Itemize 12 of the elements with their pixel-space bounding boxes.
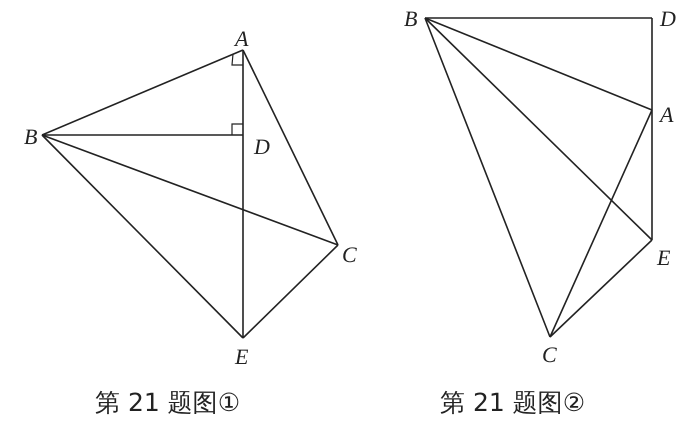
vertex-label: E [235,346,248,368]
vertex-label: E [657,247,670,269]
vertex-label: D [254,136,270,158]
vertex-label: C [342,244,357,266]
vertex-label: B [24,126,38,148]
figure-caption: 第 21 题图① [95,390,240,415]
vertex-label: C [542,344,557,366]
figure-caption: 第 21 题图② [440,390,586,415]
vertex-label: D [660,8,676,30]
vertex-label: B [404,8,418,30]
vertex-label: A [660,104,674,126]
vertex-label: A [235,28,248,50]
